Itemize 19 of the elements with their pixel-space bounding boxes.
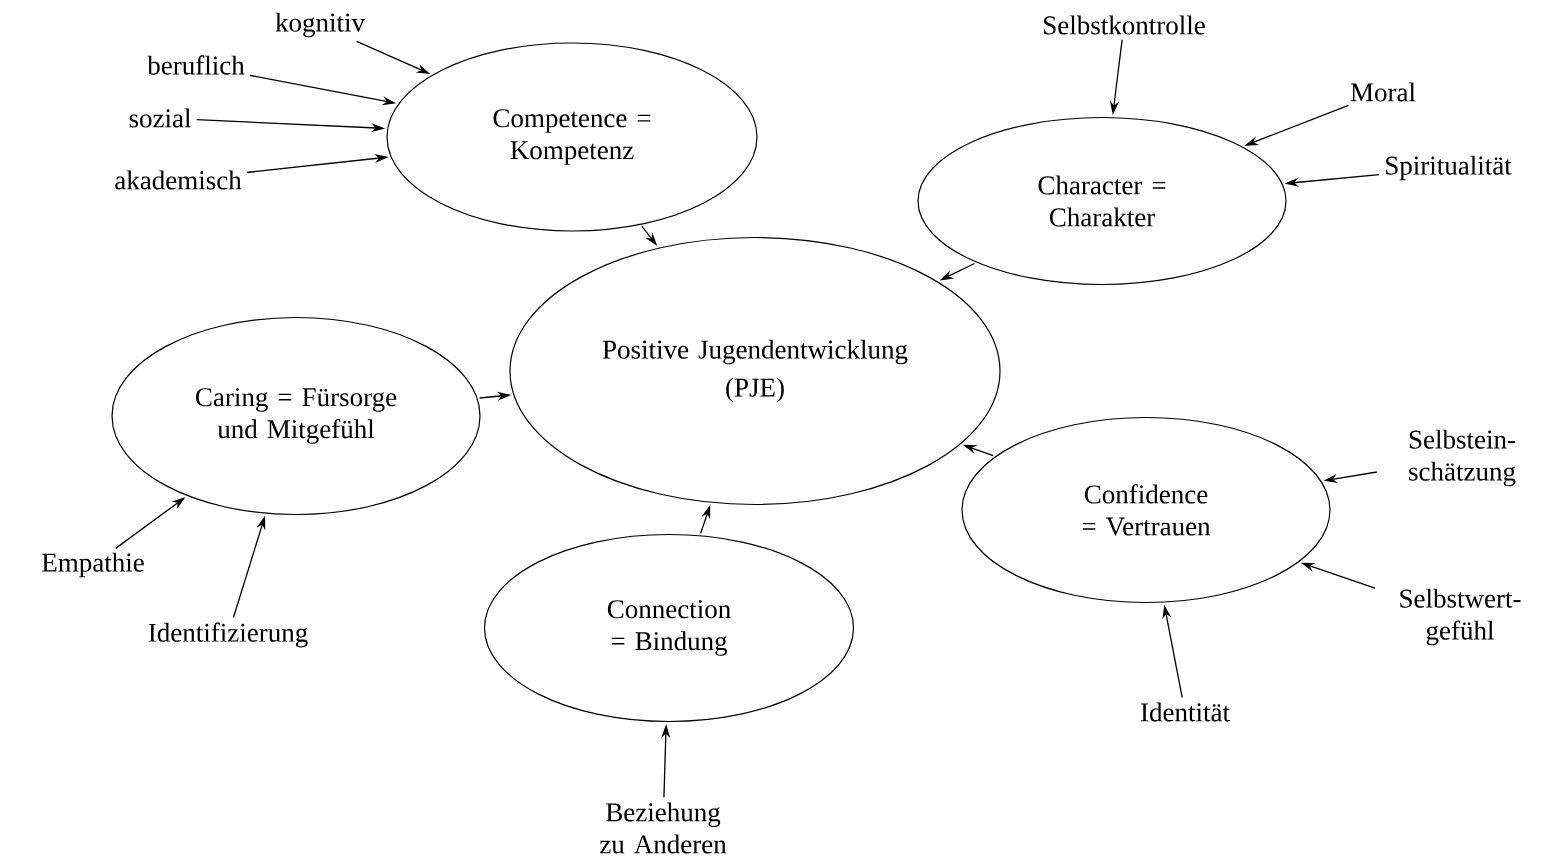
label-text: kognitiv — [275, 12, 366, 38]
label-text: Moral — [1350, 82, 1416, 102]
label-text: Identität — [1141, 702, 1230, 722]
label-text: Selbstkontrolle — [1044, 15, 1205, 35]
label-text: Selbstein-schätzung — [1409, 429, 1516, 487]
label-text: beruflich — [147, 55, 245, 75]
label-text: Beziehung zu Anderen — [600, 802, 727, 854]
label-text: Selbstwert-gefühl — [1400, 588, 1521, 646]
ellipse-node: Confidence = Vertrauen — [961, 416, 1331, 604]
ellipse-node: Connection = Bindung — [483, 533, 855, 723]
label-text: Identifizierung — [148, 622, 308, 648]
label-text: akademisch — [115, 170, 242, 190]
label-text: sozial — [129, 108, 191, 128]
ellipse-node: Character = Charakter — [917, 116, 1287, 286]
label-text: Empathie — [42, 552, 144, 578]
label-text: Spiritualität — [1386, 155, 1512, 181]
ellipse-node: Caring = Fürsorge und Mitgefühl — [111, 316, 481, 516]
ellipse-node: Positive Jugendentwicklung (PJE) — [509, 236, 1001, 506]
ellipse-node: Competence = Kompetenz — [386, 42, 758, 232]
